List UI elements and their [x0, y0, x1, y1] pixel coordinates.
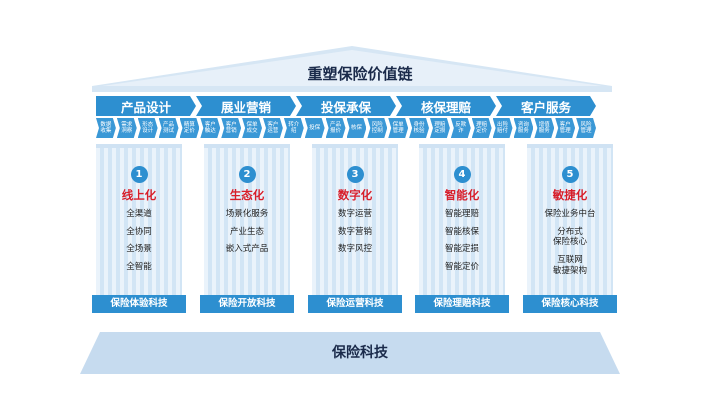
- pillar-title: 敏捷化: [552, 188, 588, 202]
- step-chip: 风险管理: [576, 118, 596, 138]
- pillar-item: 保险业务中台: [544, 209, 596, 219]
- pillar-item: 数字风控: [337, 244, 372, 255]
- pillar-item: 互联网 敏捷架构: [552, 254, 587, 276]
- step-chip: 产品测试: [158, 118, 179, 138]
- foundation-label: 保险科技: [332, 345, 388, 361]
- foundation: [80, 332, 620, 374]
- step-chip: 精算定价: [179, 118, 200, 138]
- step-chip: 投保: [304, 118, 325, 138]
- pillar-title: 生态化: [229, 188, 265, 202]
- pillar-title: 智能化: [444, 188, 480, 202]
- pillar-base: 保险体验科技: [92, 295, 186, 313]
- pillar-title: 数字化: [337, 188, 373, 202]
- pillar-item: 嵌入式产品: [225, 244, 269, 255]
- step-chip: 形态设计: [137, 118, 158, 138]
- pillar-item: 数字运营: [337, 209, 372, 219]
- stage-4: 核保理赔: [396, 96, 496, 116]
- step-chip: 增值服务: [534, 118, 555, 138]
- step-chip: 风险控制: [367, 118, 388, 138]
- step-chip: 数据收集: [96, 118, 116, 138]
- step-chip: 身份核验: [409, 118, 429, 138]
- pillar-number: 3: [346, 166, 364, 183]
- pillar-item: 全渠道: [126, 209, 152, 219]
- pillar-4: 4 智能化智能理赔智能核保智能定损智能定价: [419, 144, 505, 300]
- stage-3: 投保承保: [296, 96, 396, 116]
- pillar-base: 保险核心科技: [523, 295, 617, 313]
- pillar-3: 3 数字化数字运营数字营销数字风控: [312, 144, 398, 300]
- stage-5: 客户服务: [496, 96, 596, 116]
- step-bar: 数据收集需求洞察形态设计产品测试精算定价客户触达客户营销保单成交客户运营转介绍投…: [96, 118, 596, 138]
- pillar-item: 场景化服务: [225, 209, 269, 219]
- pillar-number: 5: [561, 166, 579, 183]
- pillar-item: 全场景: [126, 244, 152, 255]
- pillar-item: 智能核保: [444, 226, 479, 237]
- step-chip: 反欺诈: [450, 118, 471, 138]
- pillar-item: 智能定价: [444, 261, 479, 272]
- step-chip: 客户触达: [200, 118, 221, 138]
- roof: [92, 46, 612, 92]
- step-chip: 客户管理: [555, 118, 576, 138]
- pillar-item: 产业生态: [229, 226, 264, 237]
- diagram-title: 重塑保险价值链: [307, 65, 413, 83]
- step-chip: 转介绍: [283, 118, 304, 138]
- pillar-2: 2 生态化场景化服务产业生态嵌入式产品: [204, 144, 290, 300]
- step-chip: 理赔定损: [430, 118, 450, 138]
- step-chip: 保单成交: [242, 118, 262, 138]
- pillar-title: 线上化: [121, 188, 157, 202]
- pillar-item: 数字营销: [337, 226, 372, 237]
- step-chip: 咨询服务: [513, 118, 534, 138]
- stage-1: 产品设计: [96, 96, 196, 116]
- step-chip: 理赔定价: [471, 118, 492, 138]
- pillar-number: 1: [130, 166, 148, 183]
- pillar-item: 全智能: [126, 261, 152, 272]
- pillar-item: 分布式 保险核心: [552, 226, 587, 248]
- pillar-number: 2: [238, 166, 256, 183]
- step-chip: 需求洞察: [116, 118, 137, 138]
- pillar-number: 4: [453, 166, 471, 183]
- pillar-5: 5 敏捷化保险业务中台分布式 保险核心互联网 敏捷架构: [527, 144, 613, 300]
- step-chip: 核保: [346, 118, 367, 138]
- pillar-base: 保险运营科技: [308, 295, 402, 313]
- pillar-base: 保险开放科技: [200, 295, 294, 313]
- pillar-item: 智能定损: [444, 244, 479, 255]
- step-chip: 客户营销: [221, 118, 242, 138]
- step-chip: 出险赔付: [492, 118, 513, 138]
- step-chip: 保单管理: [388, 118, 409, 138]
- pillar-item: 全协同: [126, 226, 152, 237]
- stage-2: 展业营销: [196, 96, 296, 116]
- pillar-item: 智能理赔: [444, 209, 479, 219]
- pillar-1: 1 线上化全渠道全协同全场景全智能: [96, 144, 182, 300]
- stage-bar: 产品设计展业营销投保承保核保理赔客户服务: [96, 96, 596, 116]
- pillar-base: 保险理赔科技: [415, 295, 509, 313]
- step-chip: 客户运营: [263, 118, 283, 138]
- step-chip: 产品报价: [325, 118, 346, 138]
